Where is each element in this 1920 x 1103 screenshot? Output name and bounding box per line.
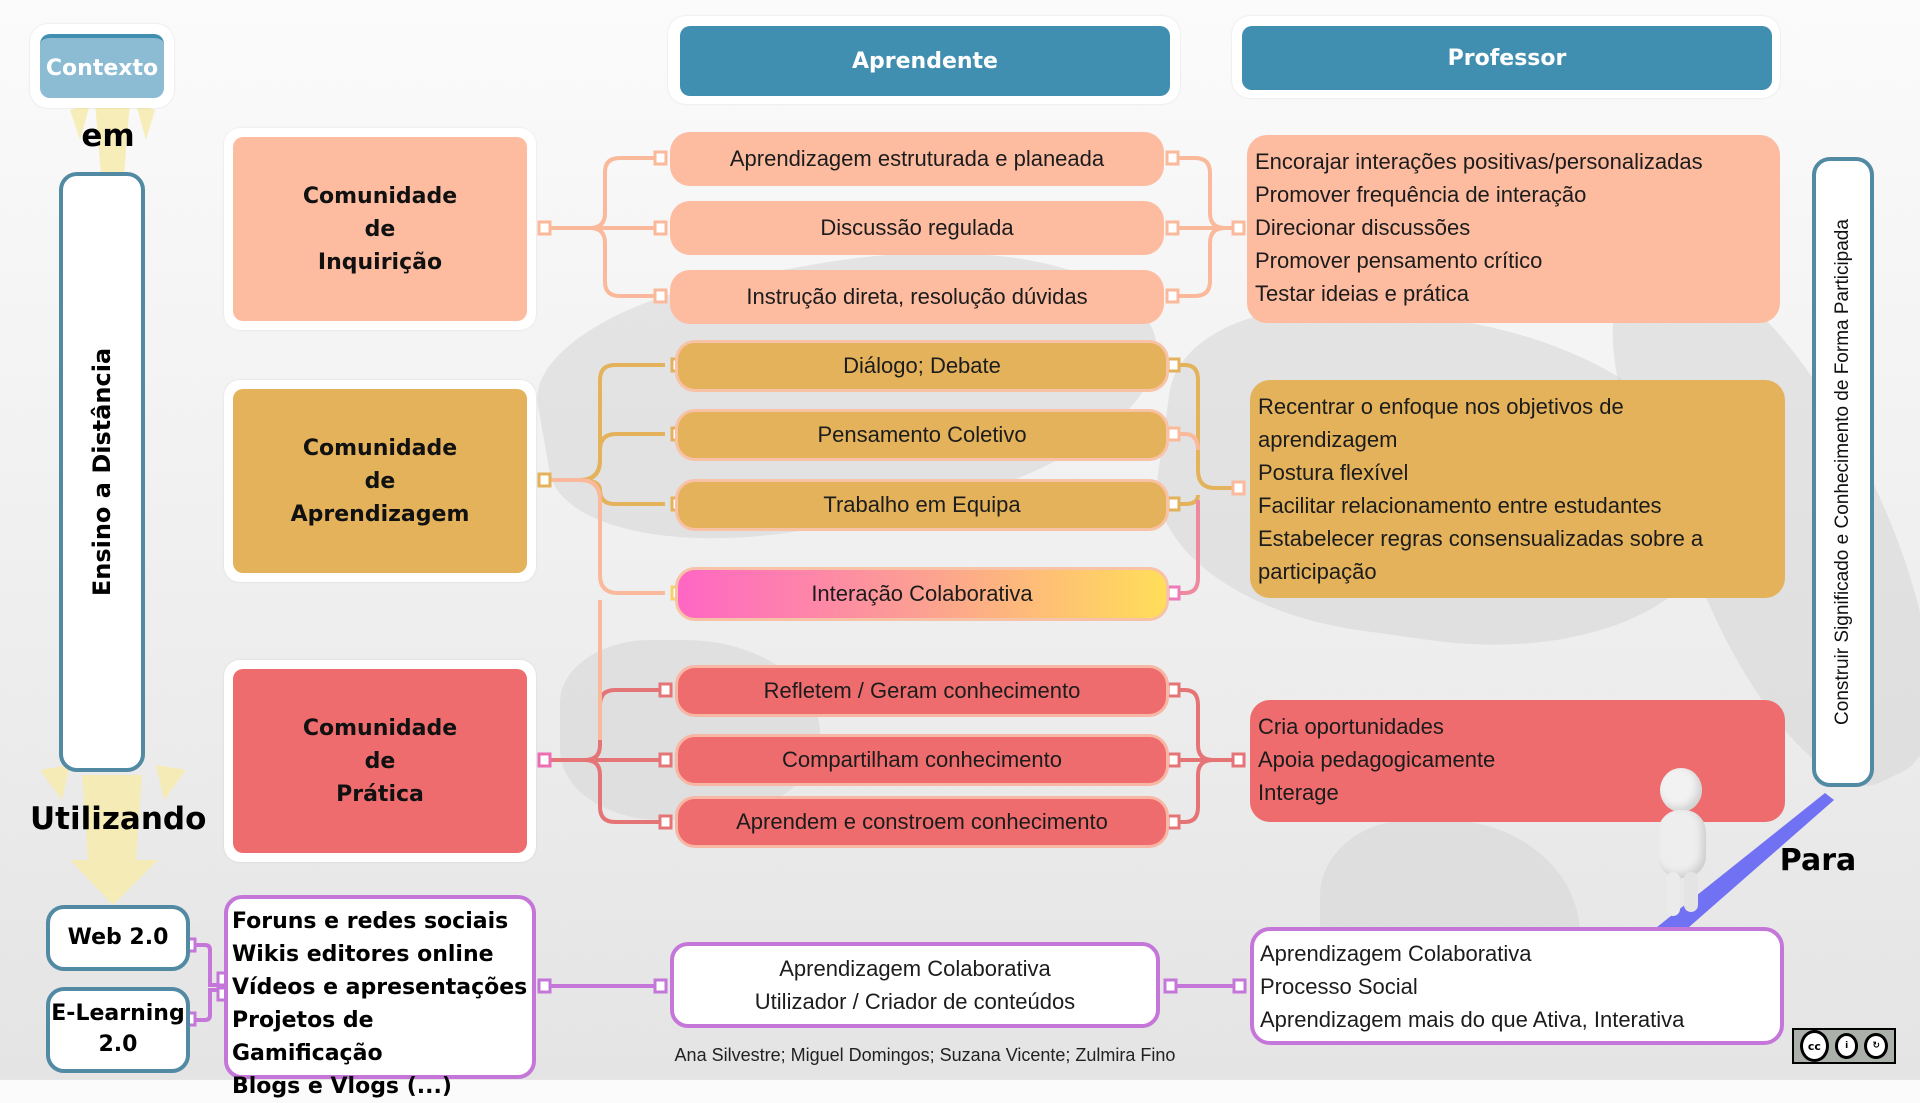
tool-item: Vídeos e apresentações bbox=[232, 975, 528, 1000]
community-practice: Comunidade de Prática bbox=[233, 669, 527, 853]
cc-license-badge: cc i ↻ bbox=[1792, 1028, 1896, 1064]
learner-header-frame: Aprendente bbox=[668, 16, 1180, 104]
distance-learning-box: Ensino a Distância bbox=[59, 172, 145, 772]
teacher-item: Apoia pedagogicamente bbox=[1258, 747, 1496, 772]
walking-figure-icon bbox=[1650, 768, 1720, 918]
learner-item: Discussão regulada bbox=[670, 201, 1164, 255]
tool-item: Wikis editores online bbox=[232, 942, 494, 967]
learner-item: Diálogo; Debate bbox=[675, 340, 1169, 392]
teacher-box-learning: Recentrar o enfoque nos objetivos de apr… bbox=[1250, 380, 1785, 598]
context-label: Contexto bbox=[40, 34, 164, 98]
teacher-item: Testar ideias e prática bbox=[1255, 281, 1469, 306]
teacher-header: Professor bbox=[1242, 26, 1772, 90]
community-title-line: Comunidade bbox=[302, 715, 458, 741]
learner-item: Trabalho em Equipa bbox=[675, 479, 1169, 531]
learner-header: Aprendente bbox=[680, 26, 1170, 96]
cc-icon: cc bbox=[1800, 1030, 1829, 1062]
teacher-item: participação bbox=[1258, 559, 1377, 584]
tool-item: Foruns e redes sociais bbox=[232, 909, 509, 934]
goal-box: Construir Significado e Conhecimento de … bbox=[1812, 157, 1874, 787]
connector-for: Para bbox=[1779, 843, 1857, 878]
teacher-header-frame: Professor bbox=[1232, 16, 1780, 98]
teacher-item: Encorajar interações positivas/personali… bbox=[1255, 149, 1703, 174]
teacher-item: Facilitar relacionamento entre estudante… bbox=[1258, 493, 1662, 518]
share-alike-icon: ↻ bbox=[1864, 1033, 1888, 1059]
teacher-item: Interage bbox=[1258, 780, 1339, 805]
teacher-item: Promover pensamento crítico bbox=[1255, 248, 1543, 273]
outcome-line: Aprendizagem mais do que Ativa, Interati… bbox=[1260, 1007, 1685, 1032]
teacher-item: Recentrar o enfoque nos objetivos de bbox=[1258, 394, 1624, 419]
learner-item: Aprendizagem estruturada e planeada bbox=[670, 132, 1164, 186]
outcome-line: Aprendizagem Colaborativa bbox=[1260, 941, 1532, 966]
community-practice-frame: Comunidade de Prática bbox=[224, 660, 536, 862]
outcome-line: Utilizador / Criador de conteúdos bbox=[754, 989, 1076, 1014]
web20-box: Web 2.0 bbox=[46, 905, 190, 971]
learner-item: Pensamento Coletivo bbox=[675, 409, 1169, 461]
teacher-box-inquiry: Encorajar interações positivas/personali… bbox=[1247, 135, 1780, 323]
community-title-line: Comunidade bbox=[302, 183, 458, 209]
community-inquiry: Comunidade de Inquirição bbox=[233, 137, 527, 321]
tool-item: Projetos de Gamificação bbox=[232, 1008, 383, 1066]
teacher-item: Estabelecer regras consensualizadas sobr… bbox=[1258, 526, 1704, 551]
tool-item: Blogs e Vlogs (...) bbox=[232, 1074, 452, 1099]
elearning-line-1: E-Learning bbox=[51, 1001, 185, 1027]
community-title-line: Comunidade bbox=[302, 435, 458, 461]
context-frame: Contexto bbox=[30, 24, 174, 108]
distance-learning-label: Ensino a Distância bbox=[88, 347, 116, 597]
outcome-line: Aprendizagem Colaborativa bbox=[779, 956, 1051, 981]
community-learning-frame: Comunidade de Aprendizagem bbox=[224, 380, 536, 582]
teacher-item: Postura flexível bbox=[1258, 460, 1409, 485]
community-title-line: de bbox=[364, 468, 396, 494]
attribution-icon: i bbox=[1834, 1033, 1859, 1059]
teacher-item: aprendizagem bbox=[1258, 427, 1398, 452]
connector-using: Utilizando bbox=[30, 801, 207, 837]
learner-item: Aprendem e constroem conhecimento bbox=[675, 796, 1169, 848]
learner-item: Compartilham conhecimento bbox=[675, 734, 1169, 786]
author-credits: Ana Silvestre; Miguel Domingos; Suzana V… bbox=[674, 1045, 1176, 1065]
teacher-item: Cria oportunidades bbox=[1258, 714, 1444, 739]
community-title-line: Aprendizagem bbox=[290, 501, 470, 527]
community-title-line: Inquirição bbox=[317, 249, 443, 275]
learner-outcome-box: Aprendizagem Colaborativa Utilizador / C… bbox=[670, 942, 1160, 1028]
teacher-item: Direcionar discussões bbox=[1255, 215, 1471, 240]
learner-item: Refletem / Geram conhecimento bbox=[675, 665, 1169, 717]
teacher-item: Promover frequência de interação bbox=[1255, 182, 1587, 207]
community-title-line: de bbox=[364, 748, 396, 774]
community-title-line: de bbox=[364, 216, 396, 242]
teacher-outcome-box: Aprendizagem Colaborativa Processo Socia… bbox=[1250, 927, 1784, 1045]
outcome-line: Processo Social bbox=[1260, 974, 1418, 999]
elearning-line-2: 2.0 bbox=[98, 1032, 138, 1057]
community-title-line: Prática bbox=[336, 781, 424, 807]
shared-item-collaborative-interaction: Interação Colaborativa bbox=[675, 567, 1169, 621]
tools-list: Foruns e redes sociais Wikis editores on… bbox=[224, 895, 536, 1099]
community-learning: Comunidade de Aprendizagem bbox=[233, 389, 527, 573]
community-inquiry-frame: Comunidade de Inquirição bbox=[224, 128, 536, 330]
goal-label: Construir Significado e Conhecimento de … bbox=[1832, 219, 1853, 725]
elearning20-box: E-Learning 2.0 bbox=[46, 987, 190, 1073]
learner-item: Instrução direta, resolução dúvidas bbox=[670, 270, 1164, 324]
connector-em: em bbox=[81, 118, 135, 154]
